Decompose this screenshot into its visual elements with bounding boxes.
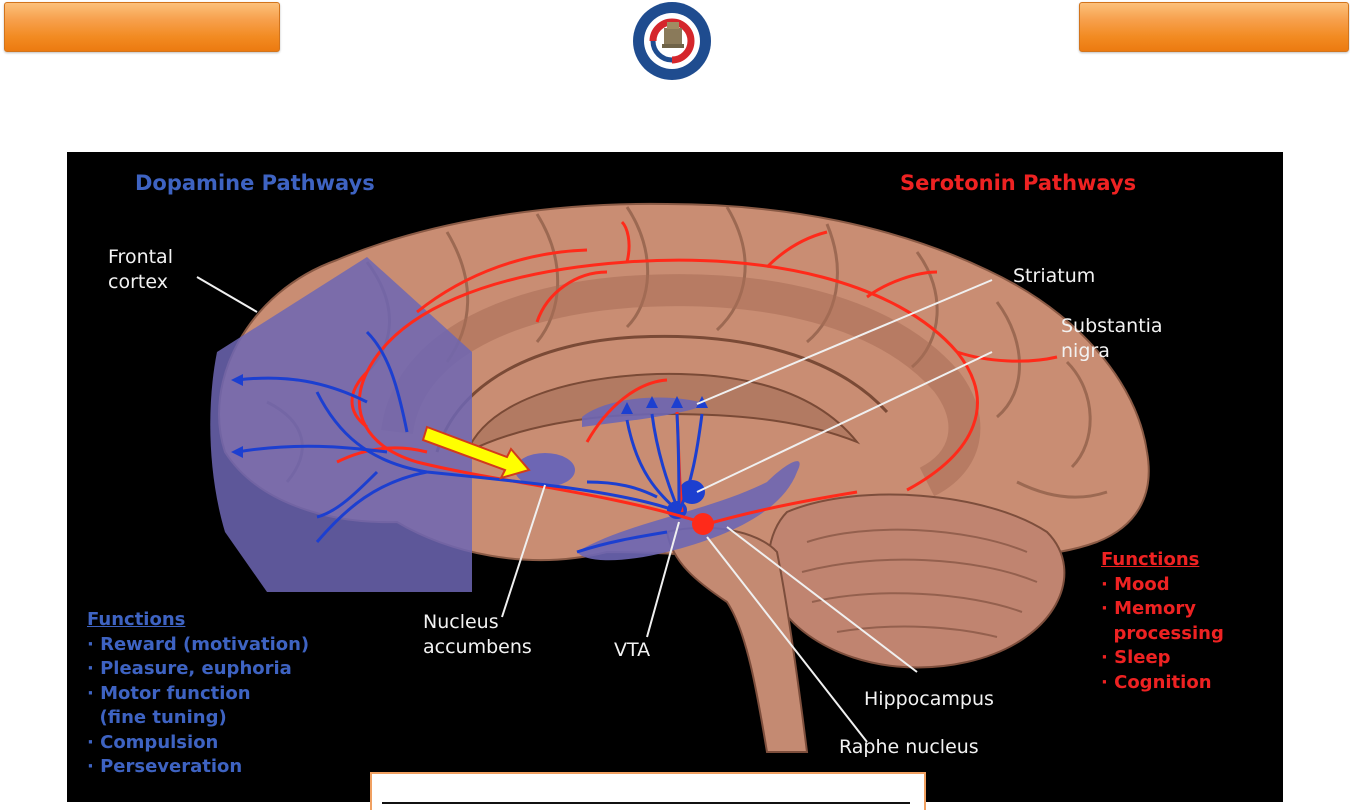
dopamine-function-item: (fine tuning) [87,707,227,728]
label-striatum: Striatum [1013,265,1096,287]
serotonin-function-item: · Memory [1101,598,1196,619]
header-tab-left [4,2,280,52]
label-hippocampus: Hippocampus [864,688,994,710]
frontal-cortex-region [210,257,472,592]
dopamine-function-item: · Pleasure, euphoria [87,658,292,679]
header-tab-right [1079,2,1349,52]
college-logo-icon [633,2,711,80]
dopamine-function-item: · Compulsion [87,731,219,753]
highlight-arrow-icon [421,425,531,480]
serotonin-function-item: · Mood [1101,573,1170,595]
brain-illustration [196,202,1150,753]
caption-box [370,772,926,810]
serotonin-functions-heading: Functions [1101,549,1200,570]
dopamine-function-item: · Perseveration [87,756,243,777]
dopamine-function-item: · Motor function [87,682,251,704]
serotonin-pathways-title: Serotonin Pathways [900,171,1137,195]
serotonin-function-item: · Cognition [1101,671,1212,693]
dopamine-functions-heading: Functions [87,609,186,630]
hippocampus-region [577,461,800,561]
serotonin-function-item: processing [1101,622,1224,644]
cerebellum [767,493,1066,669]
label-vta: VTA [614,639,651,661]
brainstem [665,526,809,753]
dopamine-pathways-title: Dopamine Pathways [135,171,375,195]
serotonin-functions-list: Functions · Mood · Memory processing · S… [1101,548,1224,695]
dopamine-function-item: · Reward (motivation) [87,633,310,655]
brain-pathways-figure: Dopamine Pathways Serotonin Pathways Fro… [67,152,1283,802]
serotonin-function-item: · Sleep [1101,647,1171,668]
dopamine-functions-list: Functions · Reward (motivation) · Pleasu… [87,608,309,780]
label-substantia-nigra: Substantia nigra [1061,315,1163,362]
label-raphe-nucleus: Raphe nucleus [839,736,979,758]
caption-underline [382,802,910,804]
nucleus-accumbens-region [515,453,575,487]
label-nucleus-accumbens: Nucleus accumbens [423,611,532,658]
raphe-nucleus-marker [692,513,714,535]
label-frontal-cortex: Frontal cortex [108,246,173,293]
